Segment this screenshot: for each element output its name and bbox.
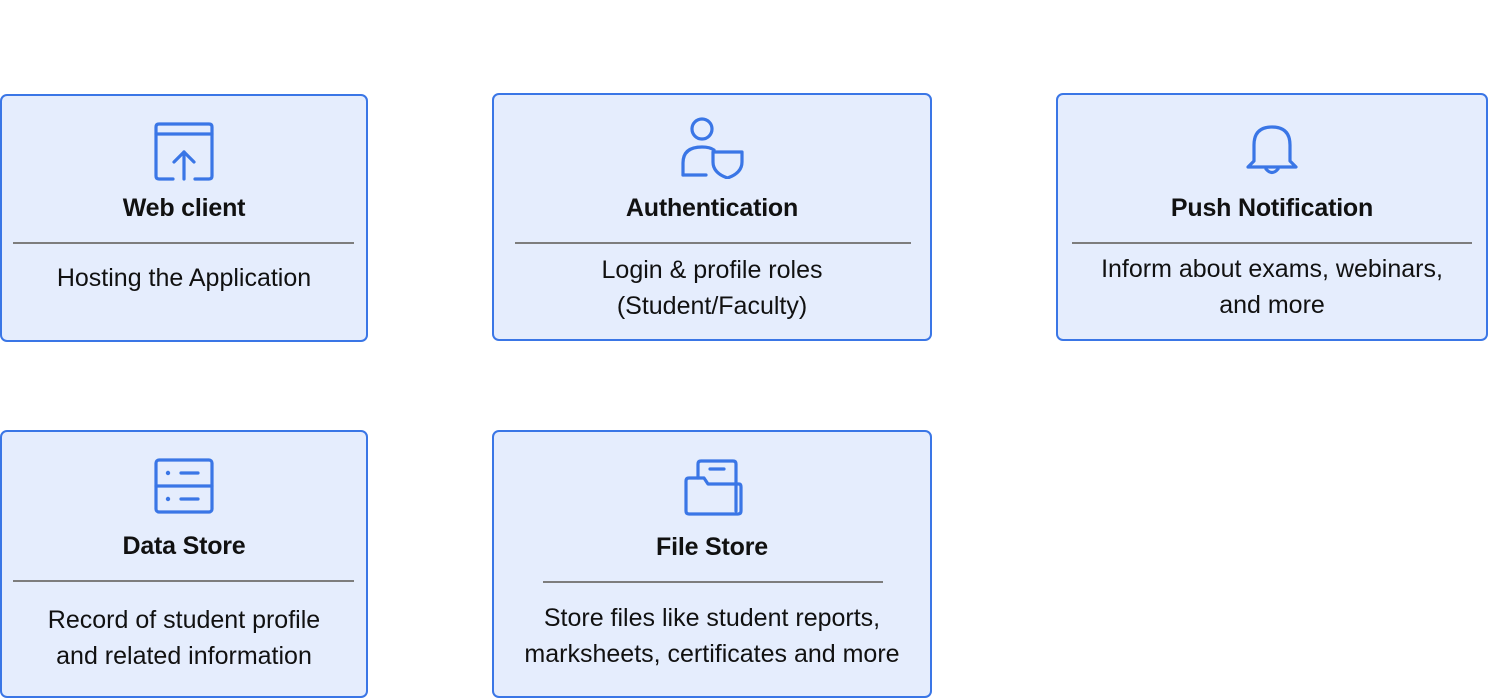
folder-icon	[680, 454, 744, 518]
bell-icon	[1240, 115, 1304, 179]
divider	[515, 242, 911, 244]
card-authentication: Authentication Login & profile roles (St…	[492, 93, 932, 341]
card-title: File Store	[656, 533, 768, 561]
card-description: Record of student profile and related in…	[47, 606, 321, 670]
database-server-icon	[152, 454, 216, 518]
card-data-store: Data Store Record of student profile and…	[0, 430, 368, 698]
web-upload-icon	[152, 118, 216, 182]
card-push-notification: Push Notification Inform about exams, we…	[1056, 93, 1488, 341]
divider	[13, 580, 354, 582]
card-web-client: Web client Hosting the Application	[0, 94, 368, 342]
card-file-store: File Store Store files like student repo…	[492, 430, 932, 698]
card-description: Store files like student reports, marksh…	[524, 604, 900, 668]
divider	[543, 581, 883, 583]
card-description: Hosting the Application	[56, 264, 312, 292]
card-description: Inform about exams, webinars, and more	[1101, 255, 1443, 319]
divider	[13, 242, 354, 244]
divider	[1072, 242, 1472, 244]
card-title: Web client	[122, 194, 246, 222]
card-title: Data Store	[122, 532, 246, 560]
card-description: Login & profile roles (Student/Faculty)	[601, 256, 823, 320]
card-title: Authentication	[625, 194, 799, 222]
card-title: Push Notification	[1170, 194, 1374, 222]
user-shield-icon	[680, 115, 744, 179]
